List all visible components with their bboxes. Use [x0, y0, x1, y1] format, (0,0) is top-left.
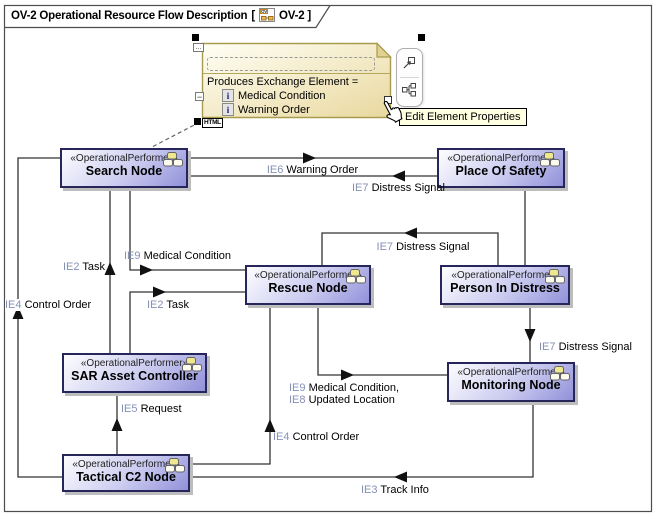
- stereotype-label: «OperationalPerformer»: [70, 153, 178, 164]
- arrowhead-ie2-up: [104, 262, 116, 275]
- node-name: Tactical C2 Node: [76, 470, 176, 484]
- node-rescue-node[interactable]: «OperationalPerformer» Rescue Node: [245, 265, 371, 305]
- note-item-label: Medical Condition: [238, 89, 326, 102]
- note-item-label: Warning Order: [238, 103, 310, 116]
- element-structure-button[interactable]: [401, 82, 417, 98]
- node-name: Monitoring Node: [461, 378, 561, 392]
- arrowhead-ie6-right: [303, 152, 316, 164]
- arrowhead-ie7-down: [524, 329, 536, 342]
- needline-rescue-to-monitoring[interactable]: [317, 305, 447, 376]
- exchange-label-ie6-warning-order[interactable]: IE6 Warning Order: [266, 164, 359, 176]
- exchange-label-ie7-distress-signal-low[interactable]: IE7 Distress Signal: [539, 341, 632, 353]
- svg-text:OV: OV: [261, 9, 267, 14]
- arrowhead-ie7-mid-left: [404, 227, 417, 239]
- arrowhead-ie7-left: [392, 170, 405, 182]
- exchange-label-ie8-updated-location[interactable]: IE8 Updated Location: [289, 394, 395, 406]
- arrowhead-ie4-up: [12, 306, 24, 319]
- arrowhead-ie3-left: [394, 471, 407, 483]
- note-produces-label: Produces Exchange Element =: [207, 76, 359, 88]
- note-anchor-line: [151, 121, 201, 148]
- info-icon: i: [222, 103, 234, 116]
- stereotype-label: «OperationalPerformer»: [72, 459, 180, 470]
- operational-performer-icon: [182, 357, 202, 377]
- tooltip: Edit Element Properties: [399, 108, 527, 126]
- exchange-label-ie7-distress-signal-top[interactable]: IE7 Distress Signal: [352, 182, 445, 194]
- note-fold-corner: [376, 42, 392, 58]
- open-element-button[interactable]: [401, 55, 417, 71]
- node-sar-asset-controller[interactable]: «OperationalPerformer» SAR Asset Control…: [62, 353, 207, 393]
- element-structure-icon: [402, 83, 416, 97]
- diagram-title: OV-2 Operational Resource Flow Descripti…: [11, 7, 312, 25]
- node-monitoring-node[interactable]: «OperationalPerformer» Monitoring Node: [447, 362, 575, 402]
- diagram-frame: [3, 4, 653, 513]
- hand-cursor: [380, 98, 404, 131]
- note-dots-button[interactable]: ...: [193, 43, 204, 52]
- node-place-of-safety[interactable]: «OperationalPerformer» Place Of Safety: [437, 148, 565, 188]
- exchange-label-ie3-track-info[interactable]: IE3 Track Info: [361, 484, 429, 496]
- arrowhead-ie4-mid-up: [264, 419, 276, 432]
- needline-monitoring-to-tactical[interactable]: [192, 402, 534, 478]
- selection-handle-bottom-left[interactable]: [194, 118, 201, 125]
- exchange-label-ie5-request[interactable]: IE5 Request: [121, 403, 182, 415]
- needline-sar-to-rescue[interactable]: [129, 291, 245, 353]
- selection-handle-top-right[interactable]: [418, 34, 425, 41]
- needline-search-to-rescue[interactable]: [129, 188, 245, 271]
- arrowhead-ie5-up: [111, 418, 123, 431]
- diagram-title-text: OV-2 Operational Resource Flow Descripti…: [11, 10, 248, 22]
- note-shape[interactable]: [201, 42, 392, 119]
- note-item-medical-condition[interactable]: i Medical Condition: [222, 89, 325, 102]
- arrowhead-ie9-right: [140, 264, 153, 276]
- node-name: SAR Asset Controller: [71, 369, 198, 383]
- node-name: Person In Distress: [450, 281, 560, 295]
- open-element-icon: [403, 57, 415, 69]
- smart-manipulator-toolbar: [396, 48, 423, 107]
- exchange-label-ie2-task-up[interactable]: IE2 Task: [63, 261, 105, 273]
- arrowhead-ie9-ie8-right: [341, 369, 354, 381]
- needline-tactical-to-rescue[interactable]: [192, 305, 271, 465]
- operational-performer-icon: [346, 269, 366, 289]
- operational-performer-icon: [165, 458, 185, 478]
- stereotype-label: «OperationalPerformer»: [447, 153, 555, 164]
- node-name: Place Of Safety: [455, 164, 547, 178]
- stereotype-label: «OperationalPerformer»: [254, 270, 362, 281]
- exchange-label-ie7-distress-signal-mid[interactable]: IE7 Distress Signal: [376, 241, 470, 253]
- toolbar-separator: [400, 77, 419, 78]
- stereotype-label: «OperationalPerformer»: [451, 270, 559, 281]
- note-name-field[interactable]: [207, 57, 375, 71]
- needline-tactical-to-search[interactable]: [17, 157, 62, 478]
- exchange-label-ie2-task-right[interactable]: IE2 Task: [147, 299, 189, 311]
- operational-performer-icon: [545, 269, 565, 289]
- exchange-label-ie9-medical-condition-low[interactable]: IE9 Medical Condition,: [289, 382, 400, 394]
- node-search-node[interactable]: «OperationalPerformer» Search Node: [60, 148, 188, 188]
- node-name: Search Node: [85, 164, 163, 178]
- info-icon: i: [222, 89, 234, 102]
- operational-performer-icon: [550, 366, 570, 386]
- collapse-minus-button[interactable]: −: [195, 91, 204, 102]
- ov2-diagram-icon: OV: [259, 7, 275, 25]
- stereotype-label: «OperationalPerformer»: [80, 358, 189, 369]
- operational-performer-icon: [163, 152, 183, 172]
- html-badge: HTML: [202, 118, 223, 128]
- node-name: Rescue Node: [268, 281, 348, 295]
- node-tactical-c2-node[interactable]: «OperationalPerformer» Tactical C2 Node: [62, 454, 190, 492]
- note-item-warning-order[interactable]: i Warning Order: [222, 103, 310, 116]
- diagram-ref-label: OV-2 ]: [279, 10, 312, 22]
- arrowhead-ie2-right: [153, 286, 166, 298]
- operational-performer-icon: [540, 152, 560, 172]
- selection-handle-top-left[interactable]: [192, 34, 199, 41]
- diagram-title-tab: [4, 5, 331, 29]
- bracket-open: [: [251, 10, 255, 22]
- node-person-in-distress[interactable]: «OperationalPerformer» Person In Distres…: [440, 265, 570, 305]
- stereotype-label: «OperationalPerformer»: [457, 367, 565, 378]
- exchange-label-ie4-control-order-left[interactable]: IE4 Control Order: [5, 299, 92, 311]
- exchange-label-ie9-medical-condition[interactable]: IE9 Medical Condition: [124, 250, 232, 262]
- exchange-label-ie4-control-order-mid[interactable]: IE4 Control Order: [273, 431, 360, 443]
